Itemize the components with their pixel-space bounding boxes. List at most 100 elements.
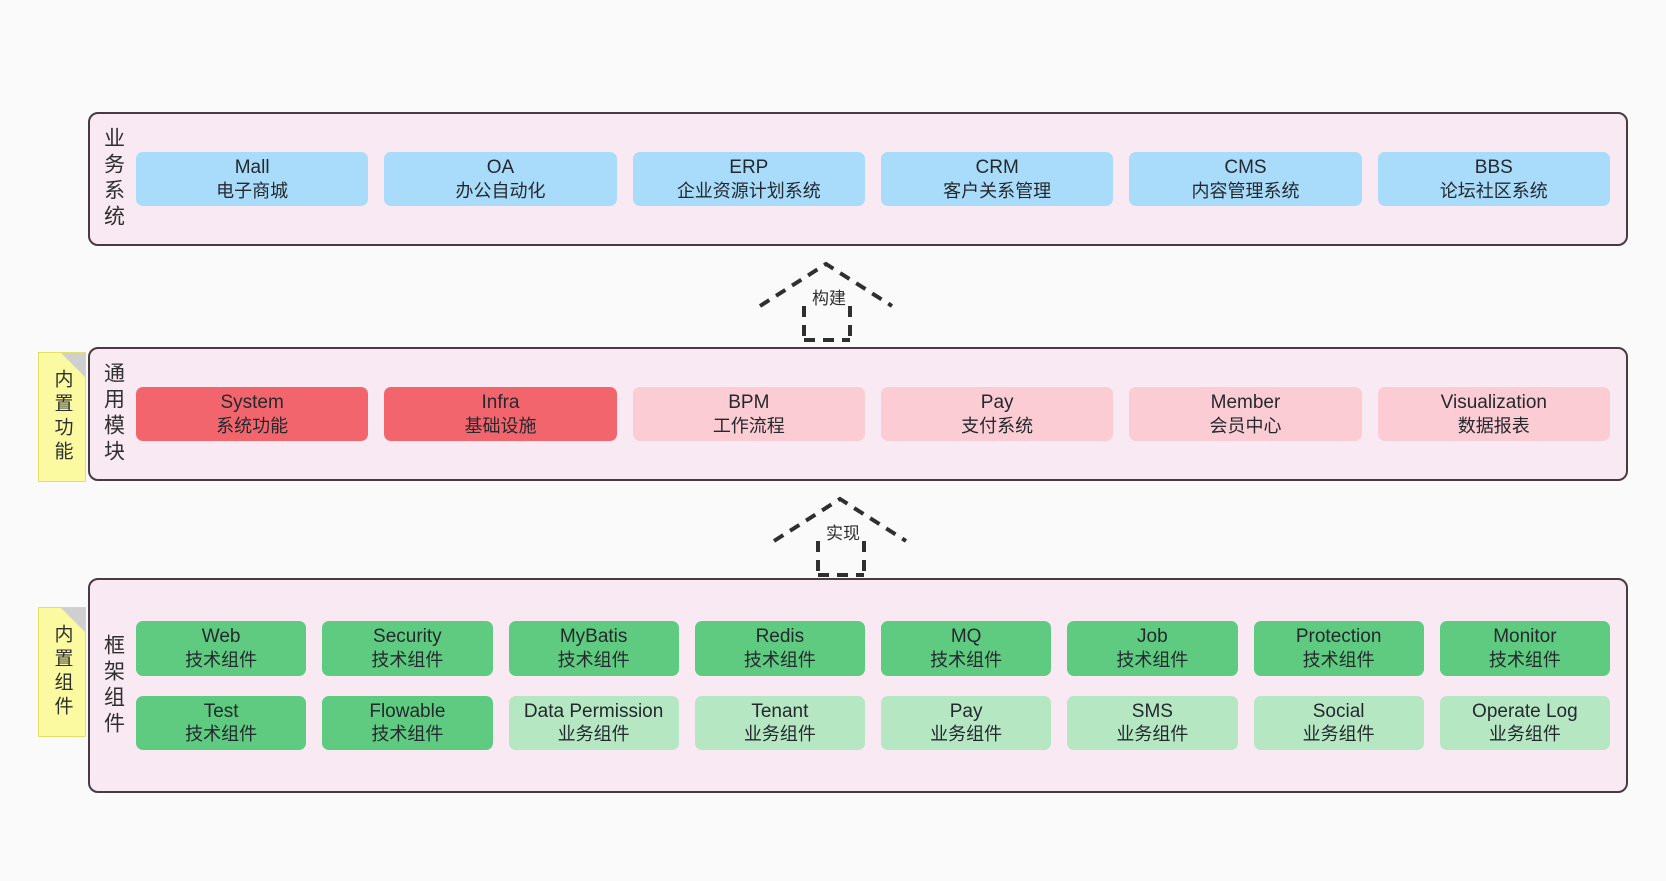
card-row: Test 技术组件 Flowable 技术组件 Data Permission …: [136, 695, 1610, 750]
card-subtitle: 业务组件: [1116, 724, 1189, 745]
card-mq[interactable]: MQ 技术组件: [881, 621, 1052, 676]
layer-business-systems[interactable]: 业务系统 Mall 电子商城 OA 办公自动化 ERP 企业资源计划系统 CRM…: [88, 112, 1628, 246]
card-title: Security: [373, 626, 442, 648]
card-title: Flowable: [369, 700, 446, 722]
card-row: Web 技术组件 Security 技术组件 MyBatis 技术组件 Redi…: [136, 621, 1610, 676]
card-protection[interactable]: Protection 技术组件: [1253, 621, 1424, 676]
card-title: BPM: [728, 391, 770, 413]
card-subtitle: 业务组件: [1302, 724, 1375, 745]
card-data-permission[interactable]: Data Permission 业务组件: [508, 695, 679, 750]
card-bbs[interactable]: BBS 论坛社区系统: [1377, 151, 1610, 207]
generalization-arrowhead: [758, 261, 894, 308]
card-job[interactable]: Job 技术组件: [1067, 621, 1238, 676]
card-mybatis[interactable]: MyBatis 技术组件: [508, 621, 679, 676]
card-row: Mall 电子商城 OA 办公自动化 ERP 企业资源计划系统 CRM 客户关系…: [136, 151, 1610, 207]
layer-label-common-modules: 通用模块: [101, 362, 125, 466]
card-title: Test: [203, 700, 239, 722]
connector-implement: 实现: [772, 496, 914, 577]
card-subtitle: 工作流程: [712, 415, 785, 436]
card-visualization[interactable]: Visualization 数据报表: [1377, 386, 1610, 442]
card-subtitle: 技术组件: [1302, 650, 1375, 670]
card-flowable[interactable]: Flowable 技术组件: [322, 695, 493, 750]
card-security[interactable]: Security 技术组件: [322, 621, 493, 676]
generalization-arrowhead: [772, 496, 908, 543]
card-pay-business[interactable]: Pay 业务组件: [881, 695, 1052, 750]
card-subtitle: 会员中心: [1209, 415, 1282, 436]
card-title: Member: [1210, 391, 1281, 413]
card-title: Pay: [949, 700, 983, 722]
connector-label-implement: 实现: [826, 524, 860, 543]
card-title: CMS: [1224, 156, 1267, 178]
layer-label-framework-components: 框架组件: [101, 633, 125, 738]
layer-body-business-systems: Mall 电子商城 OA 办公自动化 ERP 企业资源计划系统 CRM 客户关系…: [136, 114, 1626, 244]
card-subtitle: 数据报表: [1457, 415, 1530, 436]
card-subtitle: 论坛社区系统: [1439, 180, 1548, 201]
card-title: Job: [1137, 626, 1168, 648]
card-subtitle: 业务组件: [557, 724, 630, 745]
card-title: System: [220, 391, 284, 413]
card-sms[interactable]: SMS 业务组件: [1067, 695, 1238, 750]
card-subtitle: 技术组件: [371, 724, 444, 745]
card-title: Visualization: [1440, 391, 1547, 413]
card-title: ERP: [729, 156, 769, 178]
card-test[interactable]: Test 技术组件: [136, 695, 307, 750]
card-title: Protection: [1295, 626, 1382, 648]
card-subtitle: 技术组件: [185, 724, 258, 745]
card-redis[interactable]: Redis 技术组件: [694, 621, 865, 676]
card-subtitle: 业务组件: [743, 724, 816, 745]
card-operate-log[interactable]: Operate Log 业务组件: [1439, 695, 1610, 750]
card-title: CRM: [975, 156, 1019, 178]
card-cms[interactable]: CMS 内容管理系统: [1129, 151, 1362, 207]
sticky-note-builtin-features[interactable]: 内置功能: [38, 352, 86, 482]
card-title: Operate Log: [1472, 700, 1578, 722]
card-subtitle: 技术组件: [185, 650, 258, 670]
layer-body-framework-components: Web 技术组件 Security 技术组件 MyBatis 技术组件 Redi…: [136, 580, 1626, 791]
card-bpm[interactable]: BPM 工作流程: [632, 386, 865, 442]
card-title: MyBatis: [559, 626, 628, 648]
card-monitor[interactable]: Monitor 技术组件: [1439, 621, 1610, 676]
sticky-note-label: 内置组件: [51, 624, 73, 720]
layer-framework-components[interactable]: 框架组件 Web 技术组件 Security 技术组件 MyBatis 技术组件…: [88, 578, 1628, 793]
connector-label-build: 构建: [812, 289, 846, 308]
card-subtitle: 技术组件: [371, 650, 444, 670]
card-subtitle: 电子商城: [216, 180, 289, 201]
card-subtitle: 技术组件: [743, 650, 816, 670]
layer-label-business-systems: 业务系统: [101, 127, 125, 231]
card-title: Redis: [755, 626, 805, 648]
card-subtitle: 技术组件: [1488, 650, 1561, 670]
card-subtitle: 基础设施: [464, 415, 537, 436]
card-pay[interactable]: Pay 支付系统: [880, 386, 1114, 442]
sticky-note-builtin-components[interactable]: 内置组件: [38, 607, 86, 737]
card-subtitle: 客户关系管理: [943, 180, 1052, 201]
card-subtitle: 内容管理系统: [1191, 180, 1300, 201]
card-system[interactable]: System 系统功能: [136, 386, 369, 442]
card-title: Social: [1312, 700, 1365, 722]
card-infra[interactable]: Infra 基础设施: [384, 386, 617, 442]
card-subtitle: 办公自动化: [455, 180, 546, 201]
card-subtitle: 业务组件: [930, 724, 1003, 745]
card-member[interactable]: Member 会员中心: [1129, 386, 1362, 442]
card-title: Mall: [234, 156, 270, 178]
card-social[interactable]: Social 业务组件: [1253, 695, 1424, 750]
card-title: Data Permission: [523, 700, 664, 722]
card-subtitle: 业务组件: [1488, 724, 1561, 745]
connector-build: 构建: [758, 261, 900, 342]
card-mall[interactable]: Mall 电子商城: [136, 151, 369, 207]
layer-common-modules[interactable]: 通用模块 System 系统功能 Infra 基础设施 BPM 工作流程 Pay…: [88, 347, 1628, 481]
card-title: Tenant: [751, 700, 809, 722]
card-erp[interactable]: ERP 企业资源计划系统: [632, 151, 865, 207]
card-title: SMS: [1131, 700, 1173, 722]
card-oa[interactable]: OA 办公自动化: [384, 151, 617, 207]
card-web[interactable]: Web 技术组件: [136, 621, 307, 676]
card-title: Monitor: [1493, 626, 1557, 648]
card-tenant[interactable]: Tenant 业务组件: [694, 695, 865, 750]
card-title: Infra: [481, 391, 520, 413]
card-subtitle: 支付系统: [961, 415, 1034, 436]
layer-body-common-modules: System 系统功能 Infra 基础设施 BPM 工作流程 Pay 支付系统…: [136, 349, 1626, 479]
card-title: Web: [201, 626, 241, 648]
card-title: OA: [486, 156, 515, 178]
card-subtitle: 企业资源计划系统: [676, 180, 821, 201]
card-row: System 系统功能 Infra 基础设施 BPM 工作流程 Pay 支付系统…: [136, 386, 1610, 442]
card-crm[interactable]: CRM 客户关系管理: [880, 151, 1114, 207]
card-title: MQ: [950, 626, 982, 648]
